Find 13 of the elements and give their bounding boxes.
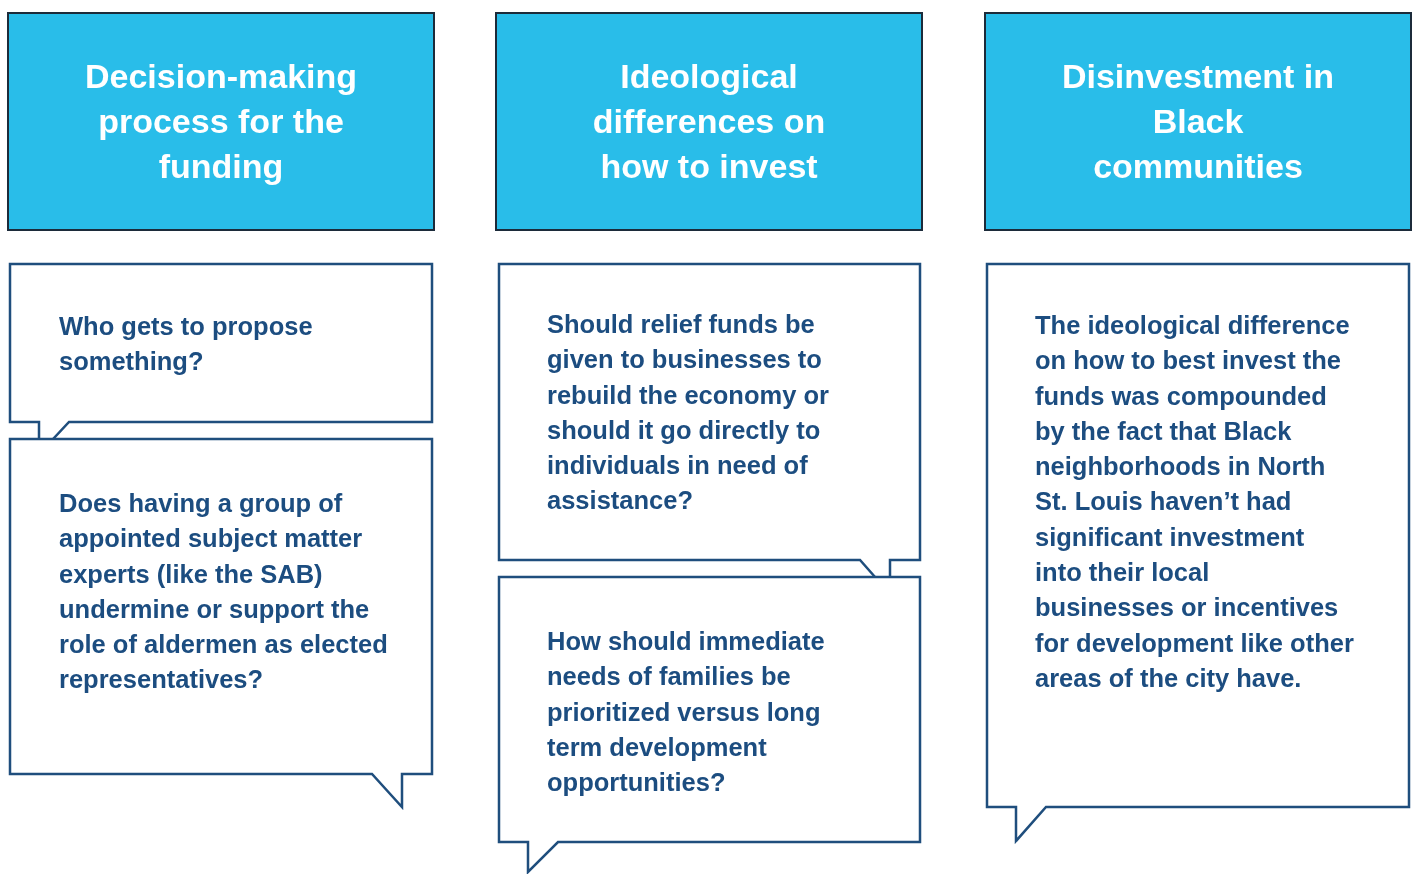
header-text: Ideological differences on how to invest (591, 56, 827, 187)
category-header-box (495, 12, 923, 231)
header-text: Decision-making process for the funding (83, 56, 359, 187)
speech-bubble (986, 263, 1410, 842)
header-text: Disinvestment in Black communities (1060, 56, 1336, 187)
question-text: How should immediate needs of families be prioritized versus long term development opportunities? (547, 626, 826, 799)
question-text: Should relief funds be given to businesses to rebuild the economy or should it go directly to individuals in need of assistance? (547, 309, 830, 517)
speech-bubble (9, 438, 433, 808)
question-text: Does having a group of appointed subject matter experts (like the SAB) undermine or support the role of aldermen as elected representatives? (59, 488, 389, 696)
question-text: The ideological difference on how to best invest the funds was compounded by the fact that Black neighborhoods in North St. Louis haven’t had significant investment into their local businesses or incentives for development like other areas of the city have. (1035, 310, 1355, 694)
category-header-box (984, 12, 1412, 231)
speech-bubble (498, 576, 921, 873)
category-header-box (7, 12, 435, 231)
